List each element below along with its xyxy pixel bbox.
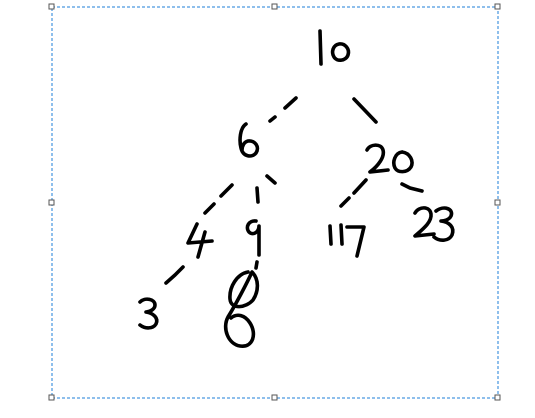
handwritten-23-icon	[413, 206, 455, 242]
node-8	[223, 270, 260, 348]
node-17	[328, 223, 366, 258]
edge-20-17	[339, 178, 368, 208]
resize-handle-left[interactable]	[48, 199, 55, 206]
node-3	[138, 297, 159, 330]
resize-handle-top[interactable]	[271, 3, 278, 10]
handwritten-4-icon	[186, 222, 214, 259]
node-6	[238, 122, 260, 158]
handwritten-20-icon	[365, 143, 414, 174]
handwritten-17-icon	[328, 223, 366, 258]
handwritten-9-icon	[245, 219, 261, 257]
resize-handle-bottom-right[interactable]	[494, 394, 501, 401]
edge-9-8	[254, 260, 259, 270]
resize-handle-right[interactable]	[494, 199, 501, 206]
edge-6-4	[203, 183, 234, 215]
node-23	[413, 206, 455, 242]
edge-6-9	[255, 174, 277, 204]
resize-handle-bottom-left[interactable]	[48, 394, 55, 401]
node-4	[186, 222, 214, 259]
node-20	[365, 143, 414, 174]
resize-handle-top-left[interactable]	[48, 3, 55, 10]
node-9	[245, 219, 261, 257]
edge-4-3	[164, 265, 185, 285]
node-10	[318, 29, 351, 66]
tree-edges	[164, 96, 424, 285]
edge-20-23	[400, 182, 424, 193]
handwritten-8-icon	[223, 270, 260, 348]
edge-10-20	[352, 97, 378, 124]
selection-border	[51, 6, 499, 399]
resize-handle-top-right[interactable]	[494, 3, 501, 10]
resize-handle-bottom[interactable]	[271, 394, 278, 401]
handwritten-10-icon	[318, 29, 351, 66]
handwritten-3-icon	[138, 297, 159, 330]
edge-10-6	[268, 96, 298, 123]
handwritten-6-icon	[238, 122, 260, 158]
